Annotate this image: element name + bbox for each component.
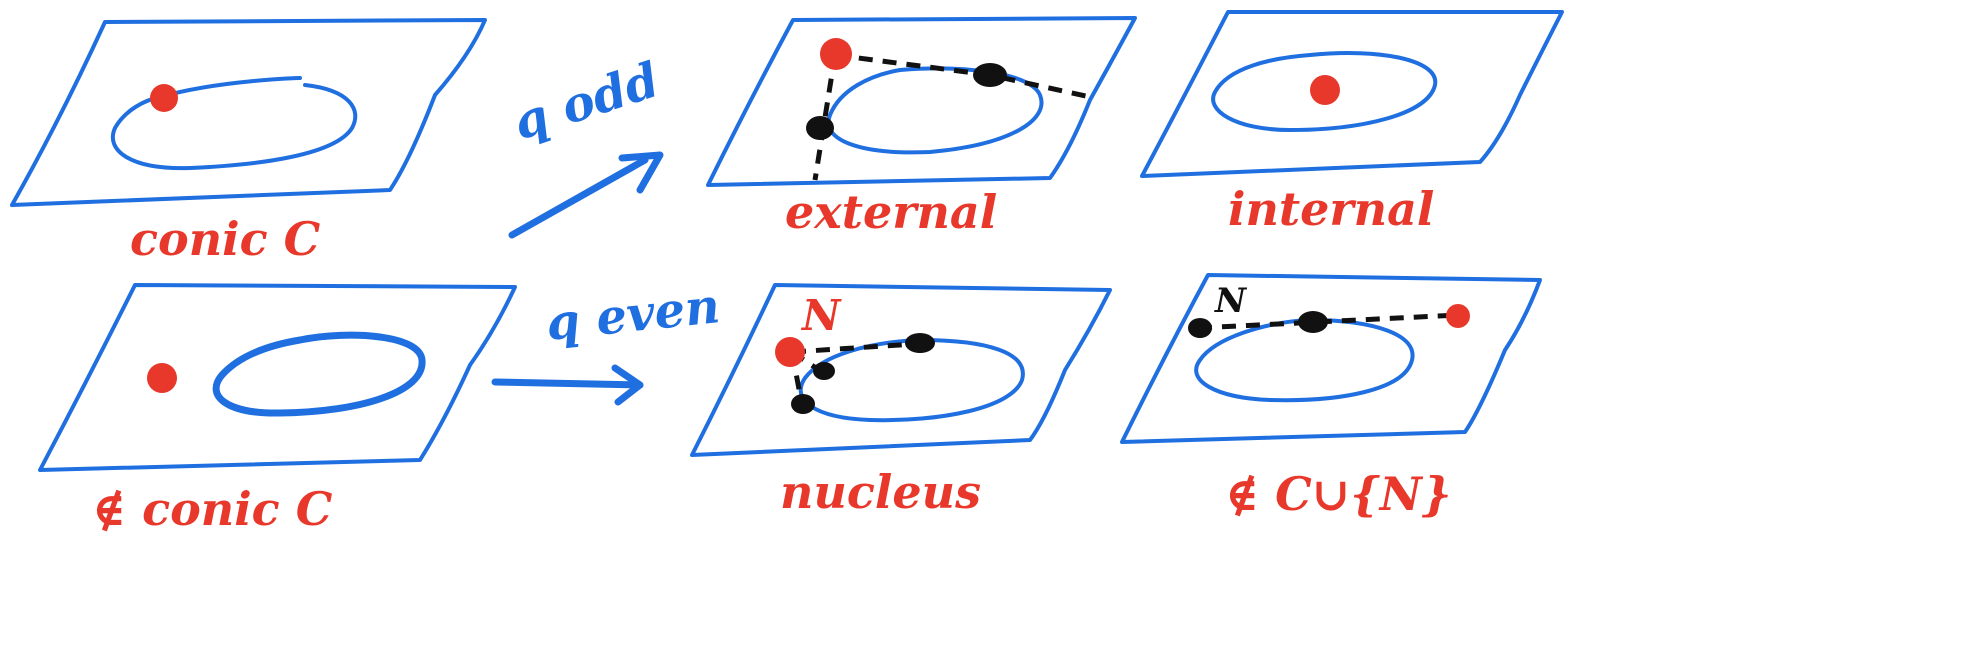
arrow-head xyxy=(611,364,644,406)
plane xyxy=(1140,10,1564,178)
panel-internal: internal xyxy=(1140,10,1564,236)
label-n: N xyxy=(1214,281,1248,321)
nucleus-point xyxy=(775,337,805,367)
arrow-shaft xyxy=(508,156,649,239)
conic-ellipse xyxy=(111,76,358,171)
line-through-n xyxy=(1197,312,1459,331)
panel-external: external xyxy=(706,16,1137,239)
plane xyxy=(10,18,487,207)
tangent-point xyxy=(1298,311,1328,333)
label-not-in-c-union-n: ∉ C∪{N} xyxy=(1225,467,1451,521)
conic-ellipse xyxy=(1194,318,1415,403)
plane xyxy=(690,283,1112,457)
outer-point xyxy=(1446,304,1470,328)
label-not-on-conic: ∉ conic C xyxy=(92,482,333,536)
external-point xyxy=(820,38,852,70)
conic-ellipse xyxy=(826,66,1044,155)
conic-ellipse xyxy=(212,331,426,417)
label-internal: internal xyxy=(1228,182,1434,236)
point-off-conic xyxy=(147,363,177,393)
tangent-line-1 xyxy=(812,54,838,181)
internal-point xyxy=(1310,75,1340,105)
conic-ellipse xyxy=(798,338,1025,423)
label-q-even: q even xyxy=(543,278,722,352)
nucleus-point xyxy=(1188,318,1212,338)
tangent-point-1 xyxy=(905,333,935,353)
tangent-point-3 xyxy=(791,394,815,414)
arrow-shaft xyxy=(491,378,644,389)
tangent-point-1 xyxy=(806,116,834,140)
plane xyxy=(38,283,517,472)
point-on-conic xyxy=(150,84,178,112)
tangent-point-2 xyxy=(813,362,835,380)
panel-not-in-c-union-n: N ∉ C∪{N} xyxy=(1120,273,1542,521)
conic-ellipse xyxy=(1211,51,1438,133)
panel-nucleus: N nucleus xyxy=(690,283,1112,519)
plane xyxy=(706,16,1137,187)
label-nucleus-point: N xyxy=(800,291,842,340)
panel-not-on-conic: ∉ conic C xyxy=(38,283,517,536)
label-nucleus: nucleus xyxy=(780,465,981,519)
panel-conic: conic C xyxy=(10,18,487,266)
arrow-head xyxy=(618,151,664,194)
tangent-point-2 xyxy=(973,63,1007,87)
arrow-q-even: q even xyxy=(491,278,722,406)
arrow-q-odd: q odd xyxy=(506,52,666,239)
label-conic: conic C xyxy=(130,212,321,266)
label-external: external xyxy=(785,185,997,239)
label-q-odd: q odd xyxy=(506,52,665,151)
plane xyxy=(1120,273,1542,444)
